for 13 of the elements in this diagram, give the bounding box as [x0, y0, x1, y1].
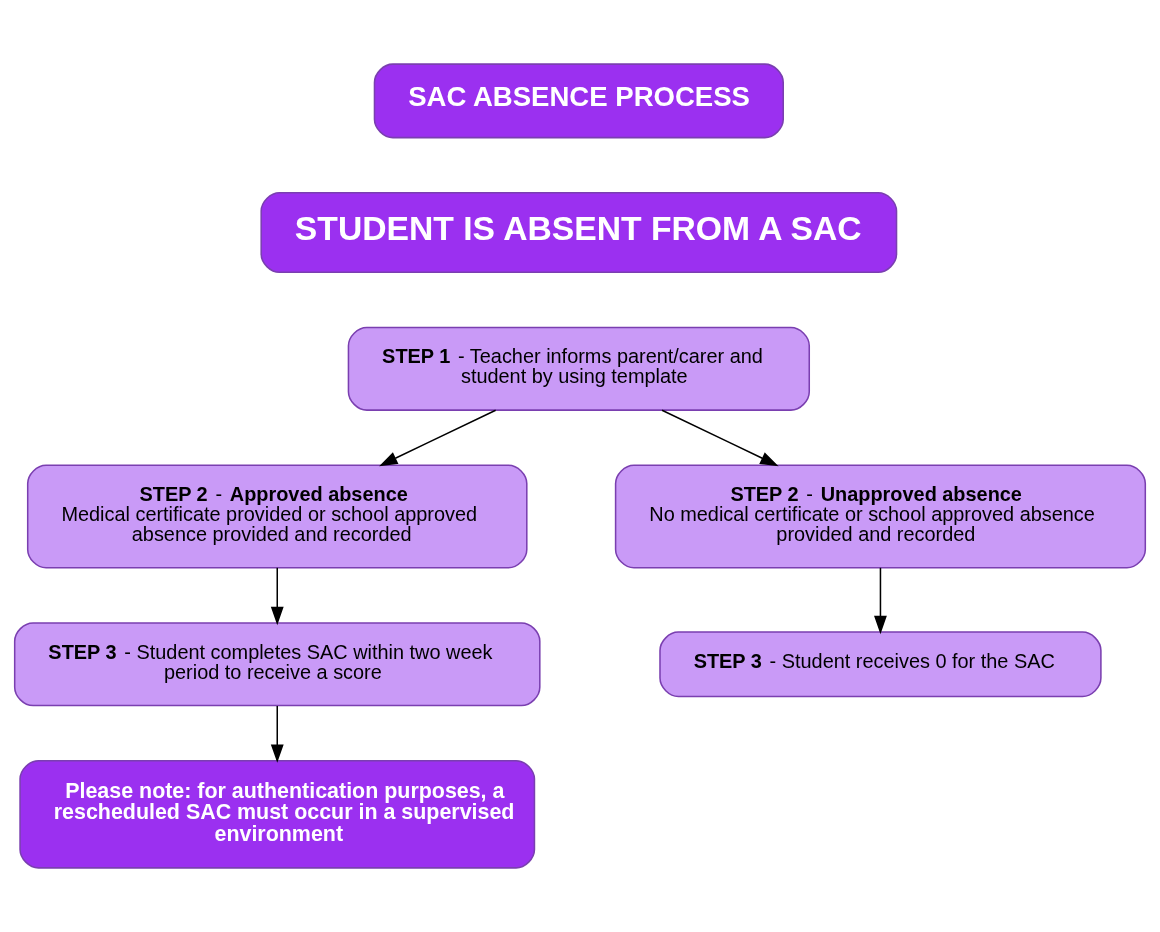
node-box: SAC ABSENCE PROCESS: [373, 63, 784, 139]
node-box: STUDENT IS ABSENT FROM A SAC: [260, 191, 898, 274]
arrow: [874, 567, 887, 635]
node-box: STEP 2 - Unapproved absence No medical certificate or school approved absence provided and recorded: [614, 464, 1147, 569]
node-box: STEP 3 - Student receives 0 for the SAC: [659, 631, 1102, 698]
arrow: [379, 409, 497, 467]
arrow: [661, 409, 779, 467]
node-box: STEP 2 - Approved absence Medical certificate provided or school approved absence provided and recorded: [26, 464, 528, 569]
node-box: Please note: for authentication purposes, a rescheduled SAC must occur in a supervised environment: [19, 759, 536, 869]
node-box: STEP 3 - Student completes SAC within two week period to receive a score: [13, 622, 541, 707]
node-box: STEP 1 - Teacher informs parent/carer and student by using template: [347, 326, 811, 411]
arrow: [270, 705, 284, 763]
arrow: [270, 567, 284, 626]
